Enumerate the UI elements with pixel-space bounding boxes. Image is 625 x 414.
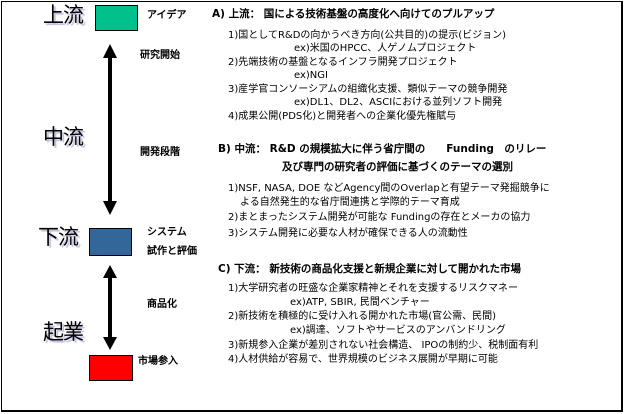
stage-downstream: 下流 [38, 225, 79, 249]
list-item: 1)国としてR&Dの向かうべき方向(公共目的)の提示(ビジョン) [228, 30, 507, 41]
label-market-entry: 市場参入 [138, 356, 178, 367]
system-box [89, 228, 132, 256]
label-idea: アイデア [147, 10, 187, 21]
stage-upstream: 上流 [43, 3, 84, 27]
list-item-example: ex)ATP, SBIR, 民間ベンチャー [290, 297, 430, 308]
section-a-heading: A) 上流： 国による技術基盤の高度化へ向けてのプルアップ [212, 8, 495, 20]
list-item: 3)システム開発に必要な人材が確保できる人の流動性 [228, 228, 468, 239]
label-research-start: 研究開始 [140, 50, 180, 61]
list-item-continuation: よる自然発生的な省庁間連携と学際的テーマ育成 [240, 197, 460, 208]
stage-startup: 起業 [43, 320, 84, 344]
label-prototype-eval: 試作と評価 [147, 246, 197, 257]
list-item: 3)新規参入企業が差別されない社会構造、 IPOの制約少、税制面有利 [228, 340, 539, 351]
market-box [89, 355, 133, 381]
list-item: 2)先端技術の基盤となるインフラ開発プロジェクト [228, 57, 458, 68]
label-commercialization: 商品化 [147, 299, 177, 310]
section-b-heading: B) 中流： R&D の規模拡大に伴う省庁間の Funding のリレー [218, 143, 547, 155]
double-arrow-icon [103, 44, 117, 215]
list-item-example: ex)NGI [294, 70, 328, 81]
idea-box [95, 5, 138, 31]
label-development-stage: 開発段階 [140, 147, 180, 158]
list-item: 4)人材供給が容易で、世界規模のビジネス展開が早期に可能 [228, 354, 498, 365]
list-item: 2)まとまったシステム開発が可能な Fundingの存在とメーカの協力 [228, 212, 531, 223]
list-item-example: ex)DL1、DL2、ASCIにおける並列ソフト開発 [294, 97, 503, 108]
list-item: 2)新技術を積極的に受け入れる開かれた市場(官公需、民間) [228, 311, 497, 322]
double-arrow-icon [103, 265, 117, 350]
stage-midstream: 中流 [43, 125, 84, 149]
list-item-example: ex)調達、ソフトやサービスのアンバンドリング [290, 325, 506, 336]
label-system: システム [147, 227, 187, 238]
section-b-heading-line2: 及び専門の研究者の評価に基づくのテーマの選別 [282, 161, 513, 173]
list-item-example: ex)米国のHPCC、人ゲノムプロジェクト [294, 43, 477, 54]
list-item: 1)大学研究者の旺盛な企業家精神とそれを支援するリスクマネー [228, 283, 518, 294]
flow-arrows [103, 44, 117, 350]
list-item: 4)成果公開(PDS化)と開発者への企業化優先権賦与 [228, 111, 457, 122]
list-item: 3)産学官コンソーシアムの組織化支援、類似テーマの競争開発 [228, 84, 508, 95]
list-item: 1)NSF, NASA, DOE などAgency間のOverlapと有望テーマ… [228, 183, 550, 194]
section-c-heading: C) 下流： 新技術の商品化支援と新規企業に対して開かれた市場 [218, 263, 521, 275]
